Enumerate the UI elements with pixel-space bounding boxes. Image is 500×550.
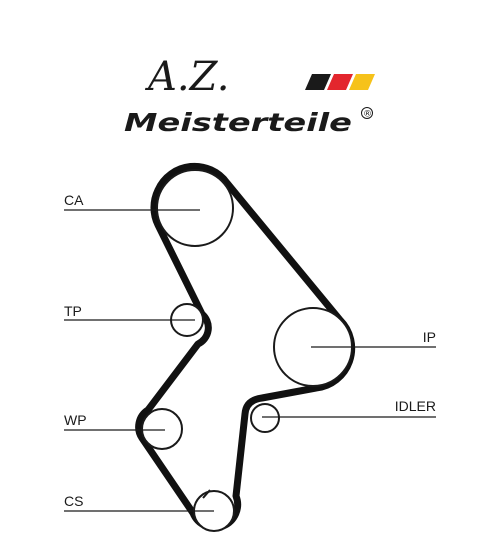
logo-monogram: A.Z. <box>144 54 229 100</box>
timing-belt <box>135 162 356 532</box>
flag-stripes <box>305 74 375 90</box>
label-idler: IDLER <box>395 398 436 414</box>
pulleys <box>141 169 353 532</box>
brand-logo: A.Z. Meisterteile ® <box>124 54 375 137</box>
flag-stripe-black <box>305 74 331 90</box>
label-ip: IP <box>423 329 436 345</box>
pulley-labels: CA TP WP CS IP IDLER <box>64 192 436 509</box>
label-cs: CS <box>64 493 83 509</box>
flag-stripe-red <box>327 74 353 90</box>
label-tp: TP <box>64 303 82 319</box>
crank-timing-mark <box>202 489 211 499</box>
pulley-idler <box>250 403 280 433</box>
flag-stripe-gold <box>349 74 375 90</box>
logo-brand-name: Meisterteile <box>124 108 352 137</box>
registered-mark: ® <box>363 110 372 120</box>
pulley-wp <box>141 408 183 450</box>
label-ca: CA <box>64 192 84 208</box>
pulley-ca <box>156 169 234 247</box>
registered-mark-ring <box>361 107 373 119</box>
leader-lines <box>64 209 436 512</box>
label-wp: WP <box>64 412 87 428</box>
